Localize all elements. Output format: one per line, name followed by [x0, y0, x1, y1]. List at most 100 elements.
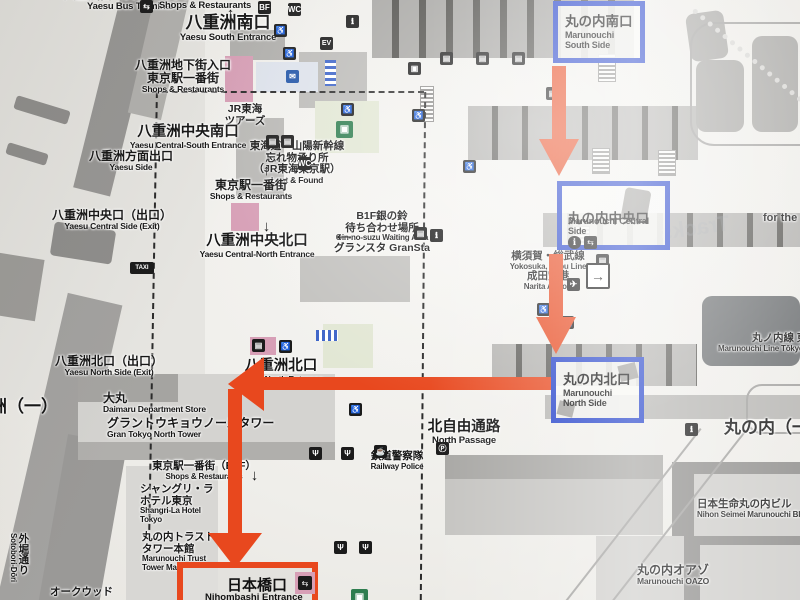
building-block — [445, 455, 663, 479]
stairs — [658, 150, 676, 176]
marunouchi-north-en2: North Side — [563, 398, 607, 408]
marunouchi-south-en2: South Side — [565, 40, 610, 50]
wheelchair-icon: ♿ — [274, 24, 287, 37]
police-icon: Ⓟ — [436, 442, 449, 455]
stairs — [592, 148, 610, 174]
plaza-shape — [696, 60, 744, 132]
gate-icon: ⇆ — [584, 236, 597, 249]
wheelchair-icon: ♿ — [412, 109, 425, 122]
highlight-marunouchi-central: 丸の内中央口 Marunouchi Central Side ℹ ⇆ — [557, 181, 670, 250]
restaurant-icon: Ψ — [334, 541, 347, 554]
plaza-outline — [690, 22, 800, 146]
cafe-icon: ☕ — [374, 445, 387, 458]
info-icon: ℹ — [685, 423, 698, 436]
boundary-dashed-top — [152, 91, 424, 93]
wheelchair-icon: ♿ — [463, 160, 476, 173]
route-arrowhead-2 — [536, 317, 576, 354]
label-shinkansen-lost-found: 東海道・山陽新幹線忘れ物承り所（JR東海東京駅）Lost & Found — [249, 140, 345, 185]
building-daimaru-edge — [78, 442, 335, 460]
info-icon: ℹ — [568, 236, 581, 249]
route-arrow-segment-1 — [552, 66, 566, 140]
building-marunouchi-line — [702, 296, 800, 366]
label-yaesu-central-exit: 八重洲中央口（出口）Yaesu Central Side (Exit) — [51, 208, 173, 232]
label-marunouchi-1-chome: 丸の内（一 — [724, 418, 800, 437]
route-arrow-segment-2 — [549, 254, 563, 318]
arrow-down-open-icon: ↓ — [250, 467, 259, 484]
locker-icon: ▤ — [414, 227, 427, 240]
baby-icon: BF — [258, 1, 271, 14]
arrow-right-box-icon: → — [586, 263, 610, 289]
building-nihon-seimei — [694, 474, 800, 536]
nihombashi-jp: 日本橋口 — [227, 577, 288, 594]
highlight-nihombashi: 日本橋口 ⇆ Nihombashi Entrance — [177, 562, 318, 600]
train-dark-icon: ▣ — [408, 62, 421, 75]
label-ichibangai-b1: 東京駅一番街（B1F）Shops & Restaurants — [152, 460, 256, 481]
wheelchair-icon: ♿ — [283, 47, 296, 60]
building-block — [300, 256, 410, 302]
label-yaesu-1-left: 洲（一） — [0, 397, 58, 416]
label-yaesu-bus-terminal: 八重洲口バスターミナルYaesu Bus Terminal — [64, 0, 196, 13]
info-icon: ℹ — [346, 15, 359, 28]
marunouchi-north-jp: 丸の内北口 — [563, 372, 631, 387]
building-daimaru-edge — [78, 374, 178, 402]
restroom-icon: WC — [297, 157, 312, 170]
crosswalk — [325, 60, 336, 86]
arrow-down-open-icon: ↓ — [262, 218, 271, 235]
locker-icon: ▤ — [476, 52, 489, 65]
arrow-left-big-icon: ← — [332, 219, 356, 247]
platform-tracks — [468, 106, 698, 160]
wheelchair-icon: ♿ — [341, 103, 354, 116]
wheelchair-icon: ♿ — [537, 303, 550, 316]
elevator-icon: EV — [320, 37, 333, 50]
building-block — [700, 545, 800, 600]
locker-icon: ▤ — [512, 52, 525, 65]
label-for-the: for the — [763, 212, 798, 224]
gate-icon-glyph: ⇆ — [298, 576, 312, 590]
crosswalk — [316, 330, 338, 341]
locker-icon: ▤ — [440, 52, 453, 65]
building-block — [236, 118, 284, 196]
marunouchi-north-en1: Marunouchi — [563, 388, 612, 398]
train-green-icon: ▣ — [351, 589, 368, 600]
label-marunouchi-line-tokyo: 丸ノ内線 東Marunouchi Line Tōkyō S — [718, 332, 800, 353]
highlight-marunouchi-south: 丸の内南口 Marunouchi South Side — [553, 1, 645, 63]
gate-icon: ⇆ — [140, 0, 153, 13]
arrow-up-open-icon: ↑ — [262, 162, 271, 179]
restroom-icon: WC — [287, 3, 302, 16]
gate-icon: ⇆ — [295, 572, 315, 594]
locker-icon: ▤ — [266, 135, 279, 148]
restaurant-icon: Ψ — [341, 447, 354, 460]
restaurant-icon: Ψ — [359, 541, 372, 554]
nihombashi-en: Nihombashi Entrance — [205, 592, 303, 600]
marunouchi-south-en1: Marunouchi — [565, 30, 614, 40]
shop-block-pink — [231, 203, 259, 231]
restaurant-icon: Ψ — [309, 447, 322, 460]
arrow-up-open-icon: ↑ — [226, 5, 235, 22]
plaza-shape — [752, 36, 798, 132]
label-shops-restaurants-top: Shops & Restaurants — [158, 0, 252, 11]
marunouchi-central-jp: 丸の内中央口 — [568, 211, 649, 226]
marunouchi-south-jp: 丸の内南口 — [565, 14, 633, 29]
locker-icon: ▤ — [252, 339, 265, 352]
route-arrowhead-1 — [539, 139, 579, 176]
label-oakwood: オークウッド — [50, 586, 113, 598]
highlight-marunouchi-north: 丸の内北口 Marunouchi North Side — [551, 357, 644, 423]
building-oazo — [596, 536, 684, 600]
road-outline-small — [746, 384, 800, 434]
